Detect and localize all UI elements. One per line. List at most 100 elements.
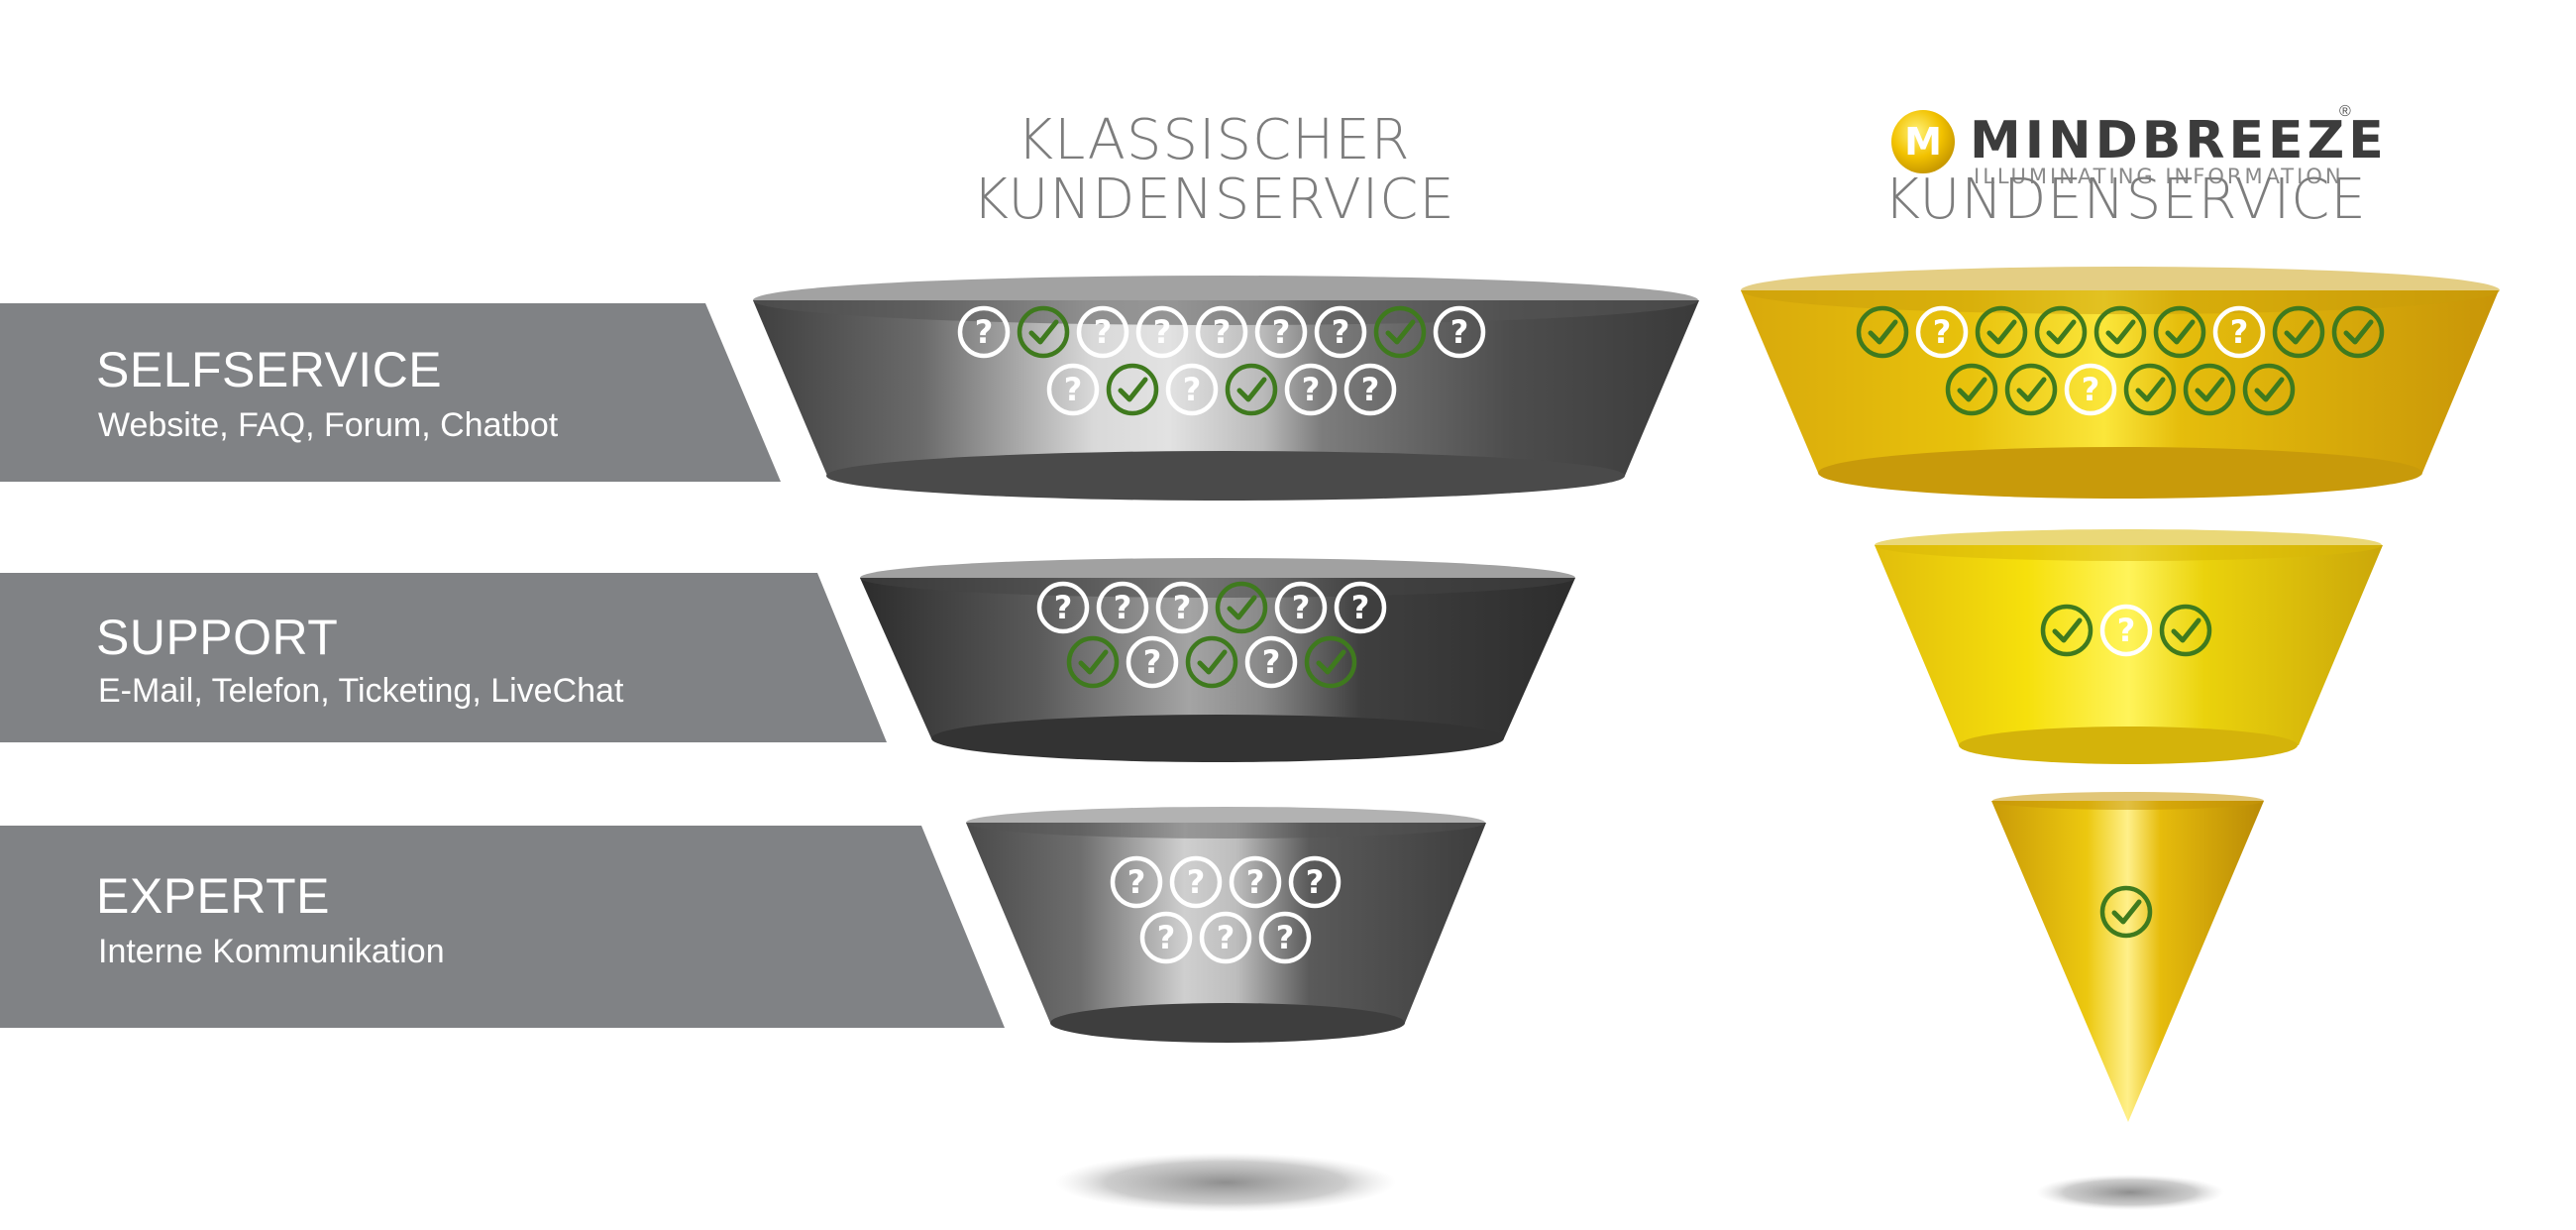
question-icon: ? [1334, 581, 1387, 634]
check-icon [1215, 581, 1268, 634]
svg-text:?: ? [1306, 863, 1325, 901]
icon-grid: ??????? [1036, 581, 1387, 689]
svg-text:?: ? [1183, 371, 1202, 408]
mindbreeze-logo-icon: M [1891, 110, 1955, 173]
mindbreeze-logo: M MINDBREEZE ILLUMINATING INFORMATION ® [1888, 103, 2384, 188]
check-icon [2159, 604, 2212, 657]
tier-band-experte: EXPERTE Interne Kommunikation [0, 826, 1005, 1028]
question-icon: ? [1244, 635, 1298, 689]
check-icon [2093, 305, 2147, 359]
tier-subtitle: Interne Kommunikation [98, 933, 445, 970]
check-icon [1304, 635, 1357, 689]
svg-text:?: ? [1064, 371, 1083, 408]
mindbreeze-funnel: ??? ? [1741, 267, 2500, 1210]
brand-name: MINDBREEZE [1970, 111, 2388, 170]
tier-subtitle: E-Mail, Telefon, Ticketing, LiveChat [98, 672, 624, 710]
icon-grid: ??????? [1110, 855, 1342, 964]
classic-heading: KLASSISCHER KUNDENSERVICE [951, 111, 1476, 230]
svg-text:?: ? [1127, 863, 1146, 901]
svg-text:?: ? [1187, 863, 1206, 901]
svg-text:?: ? [1143, 643, 1162, 681]
svg-text:?: ? [1351, 589, 1370, 626]
check-icon [2123, 363, 2177, 416]
classic-funnel-selfservice: ??????????? [753, 276, 1699, 501]
question-icon: ? [1314, 305, 1367, 359]
svg-text:?: ? [1153, 313, 1172, 351]
svg-text:?: ? [1114, 589, 1132, 626]
mindbreeze-heading: KUNDENSERVICE [1883, 168, 2367, 232]
icon-grid: ? [2040, 604, 2212, 657]
check-icon [2272, 305, 2325, 359]
icon-grid: ??? [1856, 305, 2385, 416]
question-icon: ? [1274, 581, 1328, 634]
question-icon: ? [1126, 635, 1179, 689]
check-icon [2183, 363, 2236, 416]
svg-text:?: ? [1276, 919, 1295, 956]
tier-subtitle: Website, FAQ, Forum, Chatbot [98, 406, 559, 444]
brand-registered: ® [2339, 103, 2351, 120]
question-icon: ? [1139, 911, 1193, 964]
question-icon: ? [957, 305, 1011, 359]
svg-text:?: ? [1054, 589, 1073, 626]
svg-text:?: ? [1292, 589, 1311, 626]
mindbreeze-funnel-support: ? [1875, 529, 2383, 764]
question-icon: ? [1258, 911, 1312, 964]
question-icon: ? [1135, 305, 1189, 359]
check-icon [2040, 604, 2093, 657]
svg-text:?: ? [975, 313, 994, 351]
icon-grid: ??????????? [957, 305, 1486, 416]
svg-text:?: ? [1246, 863, 1265, 901]
question-icon: ? [1036, 581, 1090, 634]
tier-title: SELFSERVICE [96, 342, 443, 397]
question-icon: ? [1288, 855, 1342, 909]
logo-letter: M [1904, 120, 1942, 164]
question-icon: ? [1343, 363, 1397, 416]
check-icon [1373, 305, 1427, 359]
mindbreeze-funnel-experte [1991, 792, 2264, 1122]
svg-text:?: ? [1272, 313, 1291, 351]
svg-text:?: ? [1332, 313, 1350, 351]
icon-grid [2099, 885, 2153, 939]
svg-text:?: ? [1262, 643, 1281, 681]
svg-text:?: ? [2230, 313, 2249, 351]
question-icon: ? [2064, 363, 2117, 416]
svg-text:?: ? [1217, 919, 1235, 956]
svg-text:?: ? [2117, 612, 2136, 649]
question-icon: ? [1254, 305, 1308, 359]
brand-tagline: ILLUMINATING INFORMATION [1974, 165, 2344, 188]
tier-band-selfservice: SELFSERVICE Website, FAQ, Forum, Chatbot [0, 303, 781, 482]
check-icon [1225, 363, 1278, 416]
svg-text:?: ? [1157, 919, 1176, 956]
question-icon: ? [1046, 363, 1100, 416]
check-icon [2242, 363, 2296, 416]
check-icon [1185, 635, 1238, 689]
check-icon [2004, 363, 2058, 416]
question-icon: ? [1433, 305, 1486, 359]
question-icon: ? [1110, 855, 1163, 909]
svg-text:?: ? [1933, 313, 1952, 351]
check-icon [2099, 885, 2153, 939]
tier-band-support: SUPPORT E-Mail, Telefon, Ticketing, Live… [0, 573, 887, 742]
check-icon [1975, 305, 2028, 359]
question-icon: ? [1155, 581, 1209, 634]
svg-text:?: ? [1094, 313, 1113, 351]
question-icon: ? [1915, 305, 1969, 359]
svg-text:?: ? [1450, 313, 1469, 351]
question-icon: ? [2212, 305, 2266, 359]
classic-funnel-shadow [1055, 1153, 1396, 1212]
question-icon: ? [2099, 604, 2153, 657]
check-icon [2153, 305, 2206, 359]
check-icon [1106, 363, 1159, 416]
svg-text:?: ? [1173, 589, 1192, 626]
svg-text:?: ? [1361, 371, 1380, 408]
classic-funnel-experte: ??????? [966, 807, 1486, 1043]
classic-heading-line1: KLASSISCHER [1017, 108, 1411, 172]
tier-title: EXPERTE [96, 868, 330, 924]
svg-text:?: ? [1213, 313, 1232, 351]
check-icon [2331, 305, 2385, 359]
question-icon: ? [1165, 363, 1219, 416]
question-icon: ? [1284, 363, 1338, 416]
mindbreeze-funnel-shadow [2036, 1174, 2224, 1210]
